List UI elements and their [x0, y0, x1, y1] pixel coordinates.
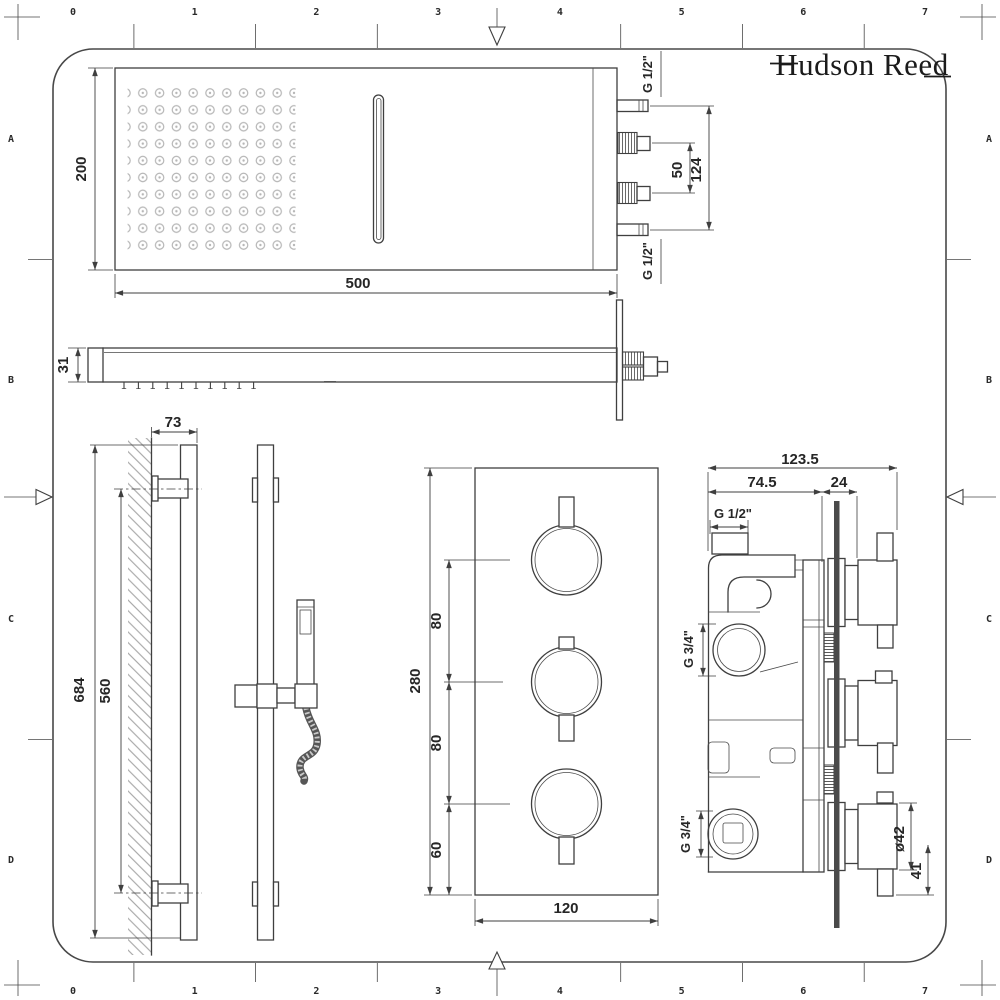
ruler-label: B — [8, 375, 14, 386]
ruler-label: C — [8, 614, 14, 625]
head-top-view: 200 500 50 124 G 1/2" G 1/2" — [73, 51, 714, 298]
dim-valve-height: 280 — [407, 668, 424, 693]
dim-valve-seg-mid: 80 — [428, 735, 445, 752]
ruler-label: 0 — [70, 986, 76, 997]
dim-head-height: 200 — [73, 156, 90, 181]
ruler-label: 3 — [435, 7, 441, 18]
ruler-label: 6 — [800, 986, 806, 997]
brand-logo-text: Hudson Reed — [775, 47, 948, 82]
rail-side-view: 684 560 73 — [71, 414, 202, 956]
valve-dials — [530, 496, 603, 865]
ruler-label: D — [986, 855, 992, 866]
rail-front-view — [234, 444, 321, 941]
ruler-label: 3 — [435, 986, 441, 997]
valve-plate — [474, 467, 659, 896]
dim-knob-diameter: ø42 — [891, 826, 908, 852]
ruler-label: 0 — [70, 7, 76, 18]
ruler-label: 5 — [679, 986, 685, 997]
dim-rail-length: 684 — [71, 677, 88, 703]
wall-hatching — [128, 438, 152, 955]
dim-rail-offset: 73 — [165, 414, 182, 431]
dim-rail-centres: 560 — [97, 678, 114, 703]
dim-valve-depth-body: 74.5 — [747, 474, 776, 491]
dim-valve-seg-top: 80 — [428, 613, 445, 630]
dim-valve-width: 120 — [553, 900, 578, 917]
nozzle-grid — [127, 86, 296, 255]
thread-label-top: G 1/2" — [640, 55, 655, 93]
waterfall-slot — [372, 94, 385, 244]
thread-label-port-upper: G 3/4" — [681, 630, 696, 668]
ruler-labels-left: A B C D — [8, 134, 14, 866]
ruler-labels-top: 0 1 2 3 4 5 6 7 — [70, 7, 928, 18]
ruler-label: A — [8, 134, 14, 145]
valve-side-view: 123.5 74.5 24 G 1/2" G 3/4" G 3/4" ø42 4… — [678, 451, 934, 928]
ruler-label: D — [8, 855, 14, 866]
hudson-reed-logo: Hudson Reed — [770, 47, 951, 82]
valve-front-view: 280 80 80 60 120 — [407, 467, 659, 926]
handset — [296, 599, 315, 687]
sheet-frame: 0 1 2 3 4 5 6 7 0 1 2 3 4 5 6 7 A B C D … — [4, 4, 996, 997]
ruler-label: C — [986, 614, 992, 625]
head-outline — [114, 67, 618, 271]
ruler-label: 1 — [192, 986, 198, 997]
ruler-ticks-top — [133, 24, 865, 48]
dim-valve-depth-total: 123.5 — [781, 451, 819, 468]
rail-profile — [179, 444, 198, 941]
ruler-label: 1 — [192, 7, 198, 18]
ruler-label: A — [986, 134, 992, 145]
slider-holder — [234, 683, 318, 709]
dim-knob-drop: 41 — [908, 863, 925, 880]
dim-valve-depth-trim: 24 — [831, 474, 848, 491]
ruler-label: 7 — [922, 7, 928, 18]
ruler-label: 4 — [557, 986, 563, 997]
ruler-label: B — [986, 375, 992, 386]
dim-head-width: 500 — [345, 275, 370, 292]
head-side-view: 31 — [55, 299, 669, 421]
corner-trim-marks — [4, 4, 996, 996]
ruler-ticks-sides — [28, 259, 971, 740]
head-side-bracket — [615, 299, 669, 421]
head-connectors — [616, 99, 651, 237]
thread-label-inlet: G 1/2" — [714, 506, 752, 521]
thread-label-port-lower: G 3/4" — [678, 815, 693, 853]
valve-knobs — [827, 532, 898, 897]
ruler-labels-bottom: 0 1 2 3 4 5 6 7 — [70, 986, 928, 997]
ruler-label: 2 — [313, 986, 319, 997]
ruler-label: 7 — [922, 986, 928, 997]
ruler-labels-right: A B C D — [986, 134, 992, 866]
ruler-label: 6 — [800, 7, 806, 18]
ruler-label: 4 — [557, 7, 563, 18]
head-profile — [87, 347, 618, 383]
wall-plate-bar — [834, 501, 840, 928]
dim-head-depth: 31 — [55, 357, 72, 374]
dim-connector-span: 124 — [688, 157, 705, 183]
thread-label-bottom: G 1/2" — [640, 242, 655, 280]
ruler-label: 5 — [679, 7, 685, 18]
dim-valve-seg-bot: 60 — [428, 842, 445, 859]
dim-connector-pitch: 50 — [669, 162, 686, 179]
ruler-ticks-bottom — [133, 963, 865, 982]
valve-body — [707, 532, 835, 873]
nozzle-ticks — [123, 382, 255, 390]
centering-marks — [4, 8, 996, 996]
ruler-label: 2 — [313, 7, 319, 18]
